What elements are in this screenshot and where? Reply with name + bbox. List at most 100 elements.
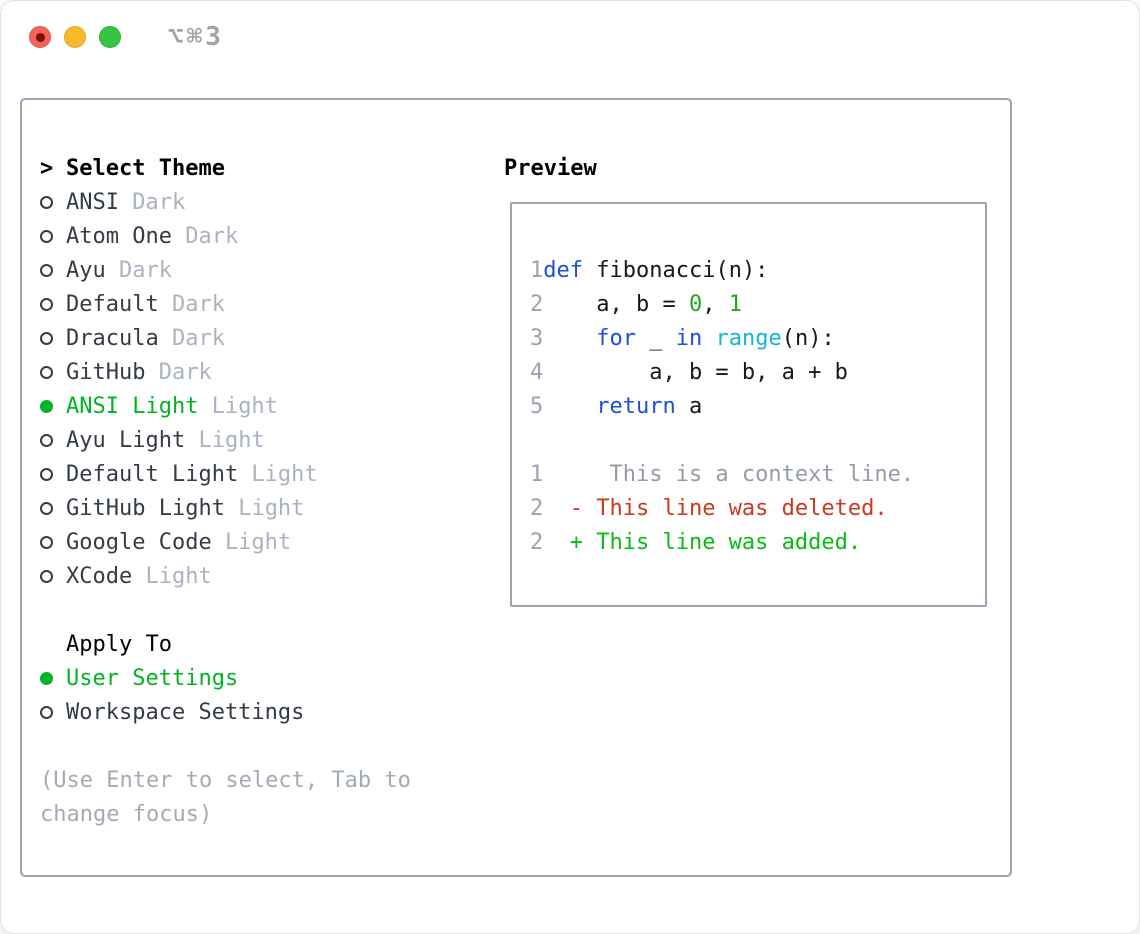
help-text-line: (Use Enter to select, Tab to bbox=[40, 767, 411, 793]
select-theme-title: Select Theme bbox=[66, 155, 225, 181]
window-title: ⌥⌘3 bbox=[168, 22, 224, 52]
apply-to-title: Apply To bbox=[66, 631, 172, 657]
code-line: 1 This is a context line. bbox=[530, 457, 985, 491]
theme-variant-tag: Light bbox=[132, 563, 212, 589]
radio-selected-icon bbox=[40, 671, 66, 685]
code-token-deleted: - This line was deleted. bbox=[543, 495, 888, 521]
radio-unselected-icon bbox=[40, 467, 66, 481]
theme-option-github-light[interactable]: GitHub Light Light bbox=[40, 491, 411, 525]
radio-unselected-icon bbox=[40, 195, 66, 209]
code-token-keyword: in bbox=[675, 325, 703, 351]
theme-name: Dracula bbox=[66, 325, 159, 351]
radio-unselected-icon bbox=[40, 569, 66, 583]
code-line: 2 - This line was deleted. bbox=[530, 491, 985, 525]
code-token-plain: a, b = bbox=[543, 291, 689, 317]
line-number: 4 bbox=[530, 359, 544, 385]
theme-name: ANSI bbox=[66, 189, 119, 215]
theme-name: Ayu Light bbox=[66, 427, 186, 453]
code-token-plain: a bbox=[675, 393, 703, 419]
code-token-keyword: def bbox=[543, 257, 583, 283]
theme-option-dracula[interactable]: Dracula Dark bbox=[40, 321, 411, 355]
radio-unselected-icon bbox=[40, 705, 66, 719]
theme-option-ansi-light[interactable]: ANSI Light Light bbox=[40, 389, 411, 423]
code-token-plain: _ bbox=[635, 325, 676, 351]
code-line: 2 a, b = 0, 1 bbox=[530, 287, 985, 321]
code-token-plain: (n): bbox=[781, 325, 835, 351]
theme-variant-tag: Light bbox=[211, 529, 292, 555]
radio-unselected-icon bbox=[40, 501, 66, 515]
line-number: 3 bbox=[530, 325, 544, 351]
theme-name: Google Code bbox=[66, 529, 212, 555]
code-line: 5 return a bbox=[530, 389, 985, 423]
code-token-builtin: range bbox=[715, 325, 782, 351]
apply-to-header: Apply To bbox=[40, 627, 411, 661]
window-controls bbox=[29, 26, 121, 48]
radio-unselected-icon bbox=[40, 331, 66, 345]
line-number bbox=[530, 428, 543, 453]
theme-name: GitHub Light bbox=[66, 495, 225, 521]
radio-unselected-icon bbox=[40, 433, 66, 447]
theme-variant-tag: Light bbox=[238, 461, 318, 487]
theme-name: Default bbox=[66, 291, 159, 317]
minimize-button[interactable] bbox=[64, 26, 86, 48]
theme-name: ANSI Light bbox=[66, 393, 199, 419]
preview-header: Preview bbox=[504, 151, 987, 185]
apply-option-label: Workspace Settings bbox=[66, 699, 305, 725]
radio-unselected-icon bbox=[40, 535, 66, 549]
code-line: 1 def fibonacci(n): bbox=[530, 253, 985, 287]
line-number: 1 bbox=[530, 257, 544, 283]
theme-variant-tag: Light bbox=[198, 393, 278, 419]
apply-option-user-settings[interactable]: User Settings bbox=[40, 661, 411, 695]
theme-option-default-light[interactable]: Default Light Light bbox=[40, 457, 411, 491]
code-token-plain bbox=[543, 394, 596, 419]
code-token-keyword: return bbox=[596, 393, 676, 419]
theme-option-default[interactable]: Default Dark bbox=[40, 287, 411, 321]
theme-option-atom-one[interactable]: Atom One Dark bbox=[40, 219, 411, 253]
preview-column: Preview 1 def fibonacci(n):2 a, b = 0, 1… bbox=[504, 151, 987, 607]
help-text-line: change focus) bbox=[40, 801, 213, 827]
theme-option-xcode[interactable]: XCode Light bbox=[40, 559, 411, 593]
radio-unselected-icon bbox=[40, 263, 66, 277]
theme-name: XCode bbox=[66, 563, 133, 589]
radio-selected-icon bbox=[40, 399, 66, 413]
code-token-plain bbox=[543, 326, 596, 351]
select-theme-header: > Select Theme bbox=[40, 151, 411, 185]
prompt-caret-icon: > bbox=[40, 155, 54, 181]
theme-option-ayu[interactable]: Ayu Dark bbox=[40, 253, 411, 287]
theme-name: GitHub bbox=[66, 359, 146, 385]
theme-option-ansi[interactable]: ANSI Dark bbox=[40, 185, 411, 219]
code-line bbox=[530, 423, 985, 457]
spacer bbox=[40, 729, 411, 763]
radio-unselected-icon bbox=[40, 297, 66, 311]
code-line: 4 a, b = b, a + b bbox=[530, 355, 985, 389]
line-number: 5 bbox=[530, 393, 544, 419]
theme-option-google-code[interactable]: Google Code Light bbox=[40, 525, 411, 559]
code-token-plain: , bbox=[702, 291, 729, 317]
apply-option-workspace-settings[interactable]: Workspace Settings bbox=[40, 695, 411, 729]
code-token-context: This is a context line. bbox=[543, 461, 915, 487]
theme-variant-tag: Dark bbox=[118, 189, 186, 215]
theme-option-github[interactable]: GitHub Dark bbox=[40, 355, 411, 389]
theme-variant-tag: Dark bbox=[105, 257, 172, 283]
preview-title: Preview bbox=[504, 155, 597, 181]
unsaved-changes-dot bbox=[35, 32, 45, 42]
code-token-plain: fibonacci(n): bbox=[583, 257, 769, 283]
theme-option-ayu-light[interactable]: Ayu Light Light bbox=[40, 423, 411, 457]
theme-variant-tag: Dark bbox=[158, 325, 225, 351]
maximize-button[interactable] bbox=[99, 26, 121, 48]
theme-name: Atom One bbox=[66, 223, 172, 249]
theme-variant-tag: Light bbox=[224, 495, 305, 521]
radio-unselected-icon bbox=[40, 365, 66, 379]
code-token-number: 0 bbox=[688, 291, 703, 317]
apply-option-label: User Settings bbox=[66, 665, 239, 691]
close-button[interactable] bbox=[29, 26, 51, 48]
line-number: 2 bbox=[530, 495, 544, 521]
line-number: 1 bbox=[530, 461, 544, 487]
